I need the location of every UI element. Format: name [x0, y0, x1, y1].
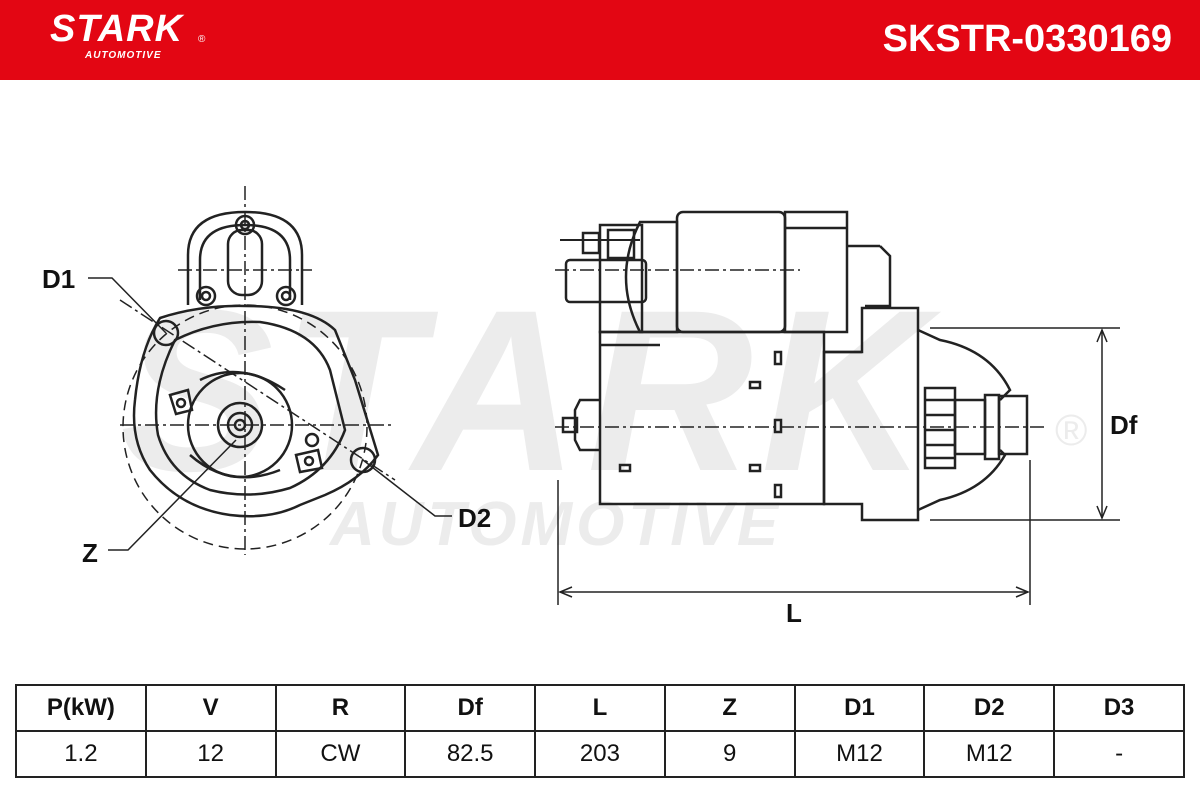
spec-header-d1: D1: [793, 684, 926, 732]
spec-header-power: P(kW): [15, 684, 147, 732]
spec-table-value-row: 1.2 12 CW 82.5 203 9 M12 M12 -: [15, 730, 1185, 778]
spec-header-df: Df: [404, 684, 537, 732]
spec-value-d3: -: [1053, 730, 1185, 778]
watermark-registered: ®: [1055, 406, 1087, 455]
spec-value-length: 203: [534, 730, 666, 778]
spec-header-length: L: [534, 684, 666, 732]
spec-header-d3: D3: [1053, 684, 1185, 732]
label-l: L: [786, 598, 802, 628]
spec-header-teeth: Z: [663, 684, 796, 732]
registered-mark: ®: [198, 34, 206, 45]
spec-table-header-row: P(kW) V R Df L Z D1 D2 D3: [15, 684, 1185, 732]
spec-value-df: 82.5: [404, 730, 537, 778]
header-banner: STARK ® AUTOMOTIVE SKSTR-0330169: [0, 0, 1200, 80]
part-number: SKSTR-0330169: [882, 18, 1172, 60]
spec-value-voltage: 12: [144, 730, 277, 778]
spec-header-rotation: R: [274, 684, 407, 732]
spec-value-teeth: 9: [663, 730, 796, 778]
side-view: [555, 210, 1120, 605]
label-df: Df: [1110, 410, 1138, 440]
brand-subtitle: AUTOMOTIVE: [85, 50, 162, 61]
front-view: [88, 186, 452, 555]
watermark-sub: AUTOMOTIVE: [328, 490, 782, 559]
spec-table: P(kW) V R Df L Z D1 D2 D3 1.2 12 CW 82.5…: [15, 684, 1185, 778]
brand-logo: STARK: [50, 8, 184, 50]
starter-motor-drawing: STARK AUTOMOTIVE ®: [42, 186, 1138, 628]
spec-value-d2: M12: [923, 730, 1056, 778]
label-z: Z: [82, 538, 98, 568]
label-d1: D1: [42, 264, 75, 294]
watermark-main: STARK: [120, 262, 942, 519]
spec-value-power: 1.2: [15, 730, 147, 778]
spec-header-voltage: V: [144, 684, 277, 732]
spec-header-d2: D2: [923, 684, 1056, 732]
spec-value-d1: M12: [793, 730, 926, 778]
spec-value-rotation: CW: [274, 730, 407, 778]
label-d2: D2: [458, 503, 491, 533]
